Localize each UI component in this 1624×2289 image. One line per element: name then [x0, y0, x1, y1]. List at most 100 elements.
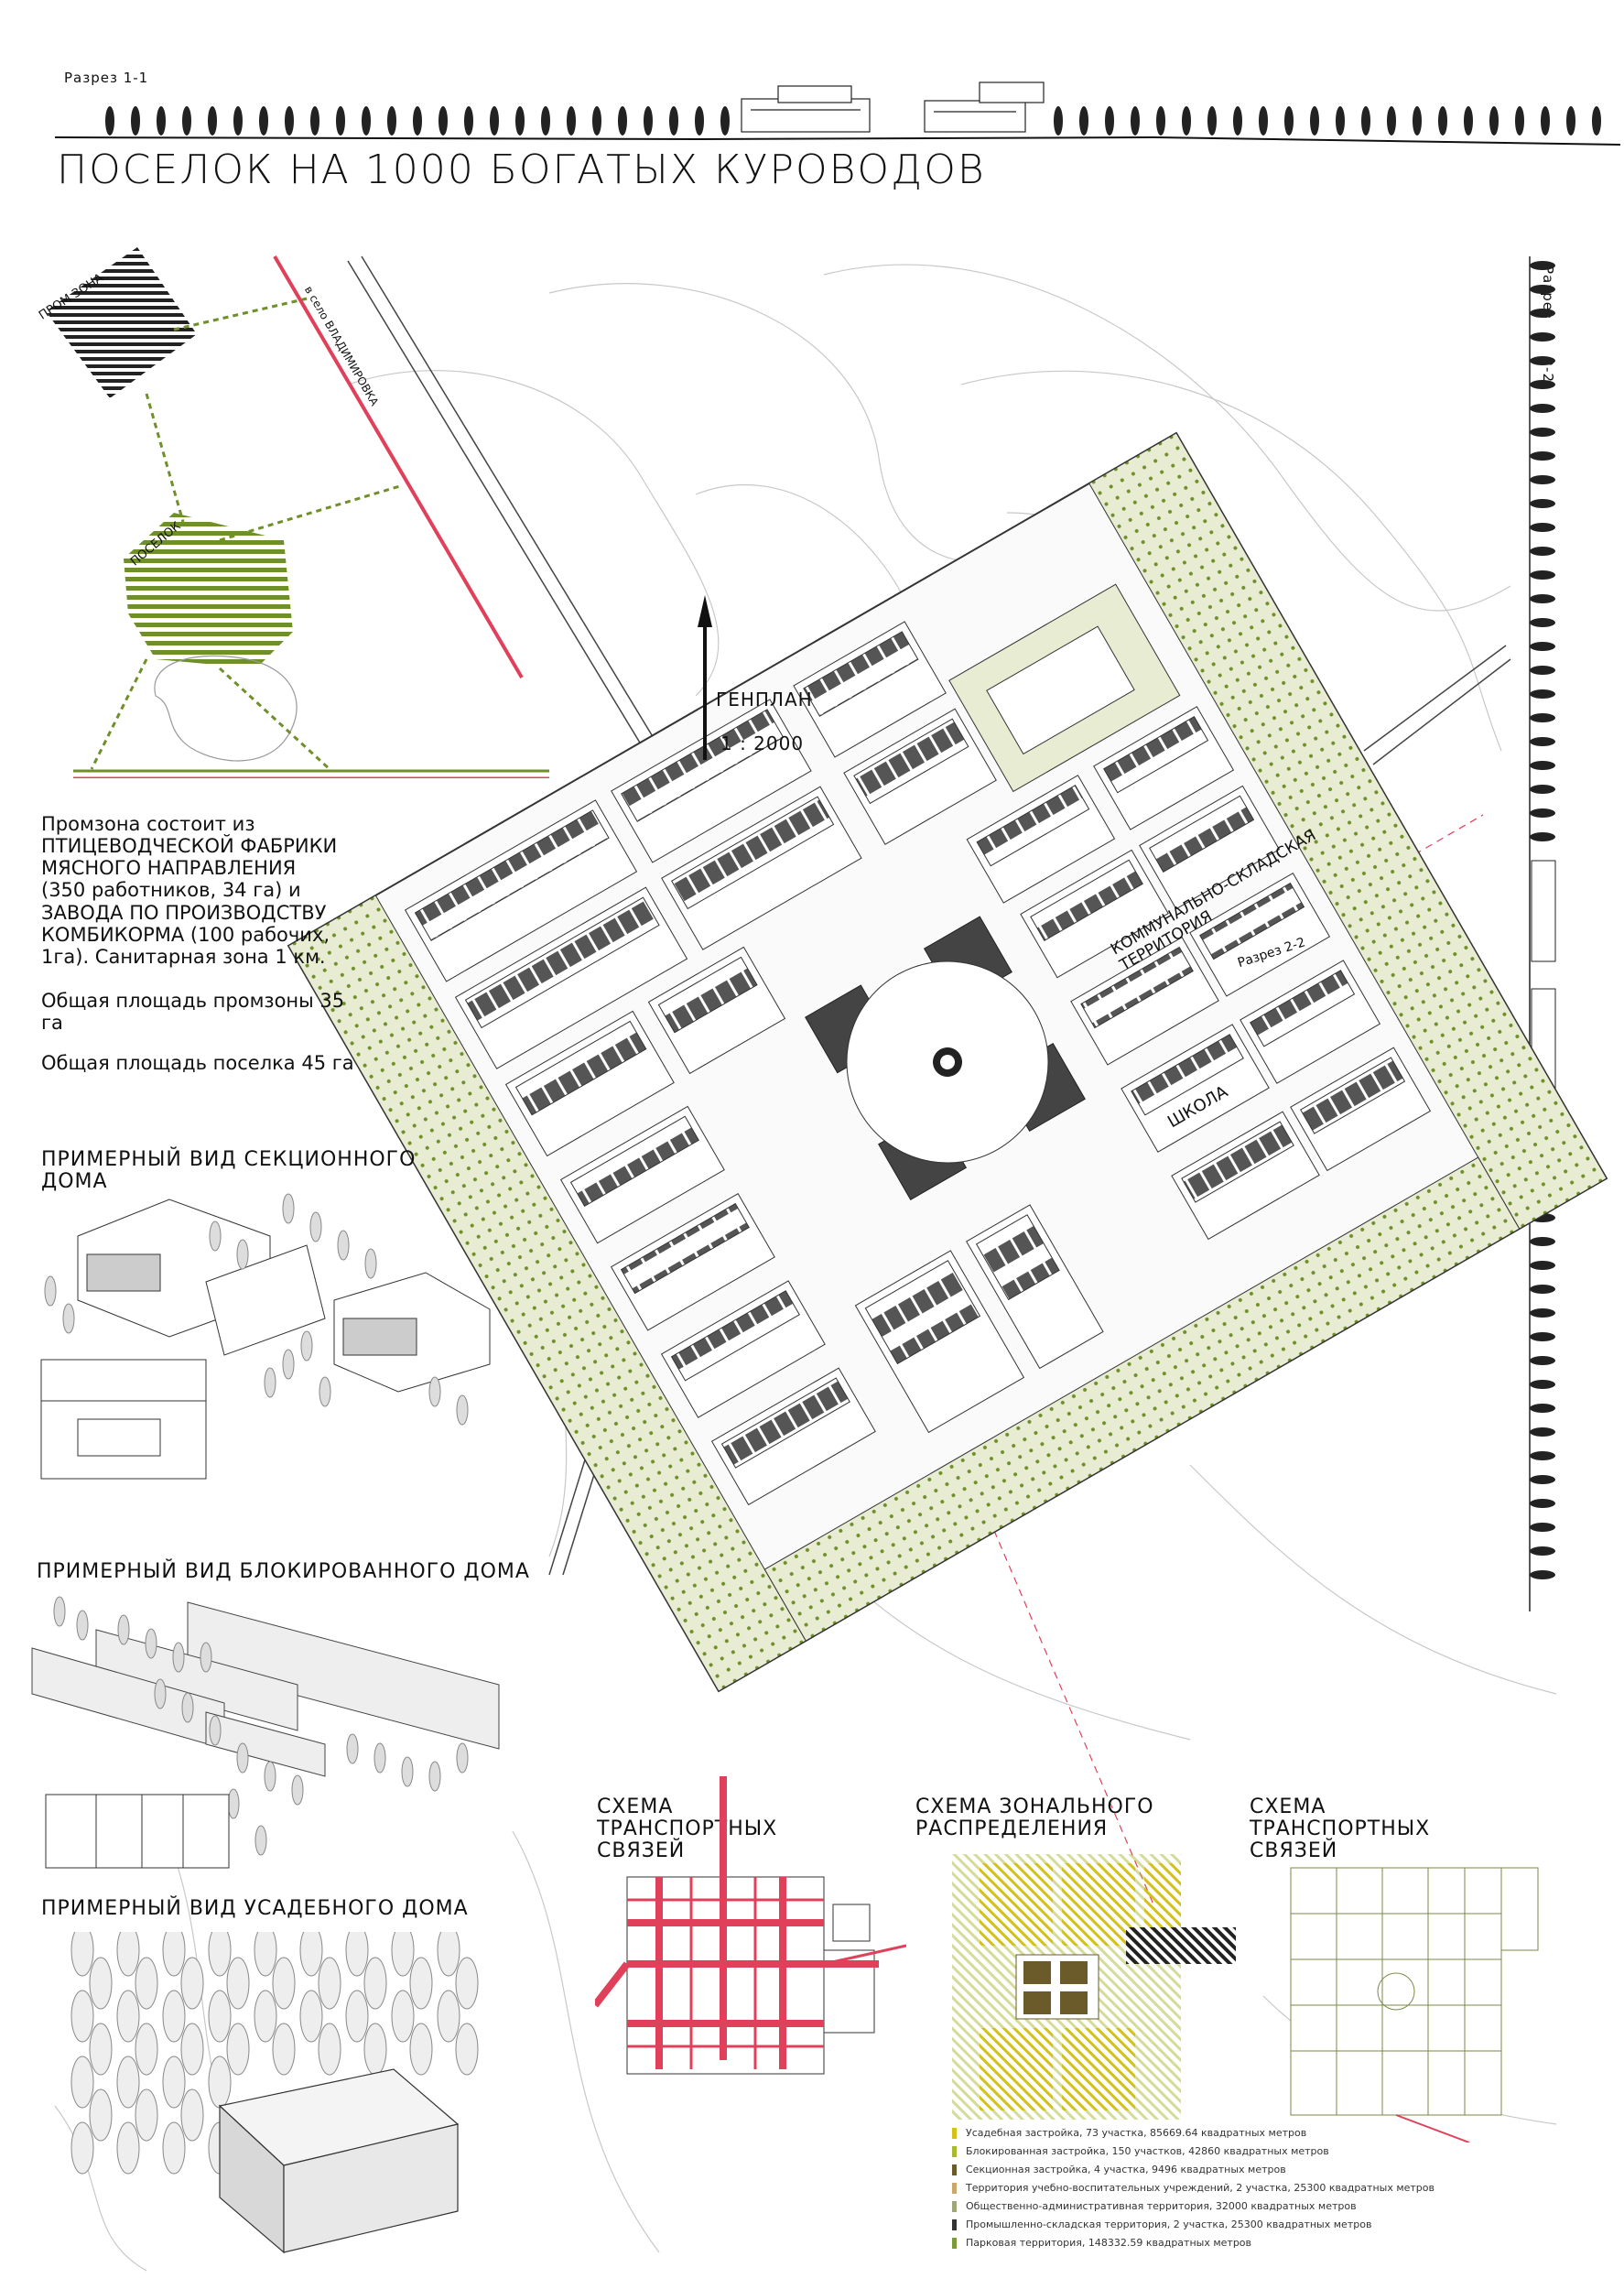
tree-icon	[208, 106, 217, 136]
legend-swatch	[952, 2219, 957, 2230]
tree-icon	[299, 1990, 323, 2043]
tree-icon	[89, 2023, 113, 2076]
row-houses	[1199, 882, 1305, 960]
tree-icon	[409, 2023, 433, 2076]
tree-icon	[490, 106, 499, 136]
zonal-scheme	[952, 1854, 1236, 2120]
tree-icon	[1489, 106, 1499, 136]
tree-icon	[1361, 106, 1370, 136]
tree-icon	[644, 106, 653, 136]
tree-icon	[105, 106, 114, 136]
legend-item: Парковая территория, 148332.59 квадратны…	[952, 2234, 1501, 2252]
sectional-house-illustration	[40, 1193, 491, 1480]
tree-icon	[300, 1330, 313, 1361]
legend-swatch	[952, 2146, 957, 2157]
tree-icon	[1530, 309, 1555, 318]
tree-icon	[208, 2056, 232, 2109]
tree-icon	[1530, 570, 1555, 580]
tree-icon	[413, 106, 422, 136]
row-houses	[1080, 946, 1194, 1029]
tree-icon	[162, 1990, 186, 2043]
tree-icon	[154, 1678, 167, 1709]
tree-icon	[1530, 832, 1555, 841]
row-houses	[569, 1115, 699, 1207]
legend-item: Территория учебно-воспитательных учрежде…	[952, 2179, 1501, 2197]
tree-icon	[309, 1211, 322, 1242]
tree-icon	[1530, 689, 1555, 699]
tree-icon	[318, 1957, 341, 2010]
tree-icon	[272, 1957, 296, 2010]
tree-icon	[1530, 1356, 1555, 1365]
tree-icon	[336, 106, 345, 136]
tree-icon	[1515, 106, 1524, 136]
tree-icon	[1530, 523, 1555, 532]
page-title: ПОСЕЛОК НА 1000 БОГАТЫХ КУРОВОДОВ	[57, 146, 986, 193]
tree-icon	[208, 1932, 232, 1977]
tree-icon	[182, 106, 191, 136]
tree-icon	[1105, 106, 1114, 136]
tree-icon	[236, 1742, 249, 1774]
tree-icon	[1207, 106, 1217, 136]
tree-icon	[282, 1193, 295, 1224]
promzone-line: ПТИЦЕВОДЧЕСКОЙ ФАБРИКИ	[41, 835, 338, 858]
tree-icon	[1530, 332, 1555, 342]
tree-icon	[1530, 737, 1555, 746]
tree-icon	[1530, 428, 1555, 437]
tree-icon	[291, 1774, 304, 1806]
tree-icon	[70, 2121, 94, 2175]
tree-icon	[62, 1303, 75, 1334]
tree-icon	[1541, 106, 1550, 136]
tree-icon	[1310, 106, 1319, 136]
tree-icon	[1530, 499, 1555, 508]
tree-icon	[618, 106, 627, 136]
legend-item: Усадебная застройка, 73 участка, 85669.6…	[952, 2124, 1501, 2143]
tree-icon	[1530, 594, 1555, 603]
tree-icon	[1530, 761, 1555, 770]
tree-icon	[89, 2088, 113, 2142]
row-houses	[621, 709, 785, 822]
tree-icon	[1233, 106, 1242, 136]
tree-icon	[1131, 106, 1140, 136]
tree-icon	[1530, 713, 1555, 722]
tree-icon	[1054, 106, 1063, 136]
tree-icon	[254, 1825, 267, 1856]
tree-icon	[1530, 666, 1555, 675]
tree-icon	[428, 1376, 441, 1407]
tree-icon	[135, 2088, 158, 2142]
tree-icon	[310, 106, 319, 136]
tree-icon	[391, 1990, 415, 2043]
tree-icon	[567, 106, 576, 136]
tree-icon	[1259, 106, 1268, 136]
tree-icon	[116, 2121, 140, 2175]
tree-icon	[1530, 261, 1555, 270]
tree-icon	[1530, 642, 1555, 651]
tree-icon	[592, 106, 601, 136]
section-1-label: Разрез 1-1	[64, 70, 149, 86]
row-houses	[1131, 1034, 1244, 1116]
promzone-line: КОМБИКОРМА (100 рабочих,	[41, 923, 330, 946]
tree-icon	[226, 1957, 250, 2010]
tree-icon	[720, 106, 730, 136]
tree-icon	[1530, 285, 1555, 294]
tree-icon	[285, 106, 294, 136]
tree-icon	[209, 1715, 222, 1746]
tree-icon	[1530, 1546, 1555, 1556]
legend-item-text: Блокированная застройка, 150 участков, 4…	[966, 2145, 1329, 2157]
tree-icon	[428, 1761, 441, 1792]
tree-icon	[1530, 1451, 1555, 1460]
row-houses	[1149, 795, 1255, 873]
tree-icon	[337, 1230, 350, 1261]
legend-item-text: Усадебная застройка, 73 участка, 85669.6…	[966, 2127, 1307, 2139]
tree-icon	[53, 1596, 66, 1627]
tree-icon	[374, 1742, 386, 1774]
tree-icon	[162, 2121, 186, 2175]
legend-item-text: Общественно-административная территория,…	[966, 2200, 1357, 2212]
tree-icon	[209, 1220, 222, 1252]
legend-swatch	[952, 2201, 957, 2212]
row-houses	[1030, 859, 1143, 941]
tree-icon	[172, 1642, 185, 1673]
row-houses	[414, 809, 610, 941]
tree-icon	[1530, 1237, 1555, 1246]
sectional-view-heading: ПРИМЕРНЫЙ ВИД СЕКЦИОННОГО ДОМА	[41, 1148, 417, 1194]
